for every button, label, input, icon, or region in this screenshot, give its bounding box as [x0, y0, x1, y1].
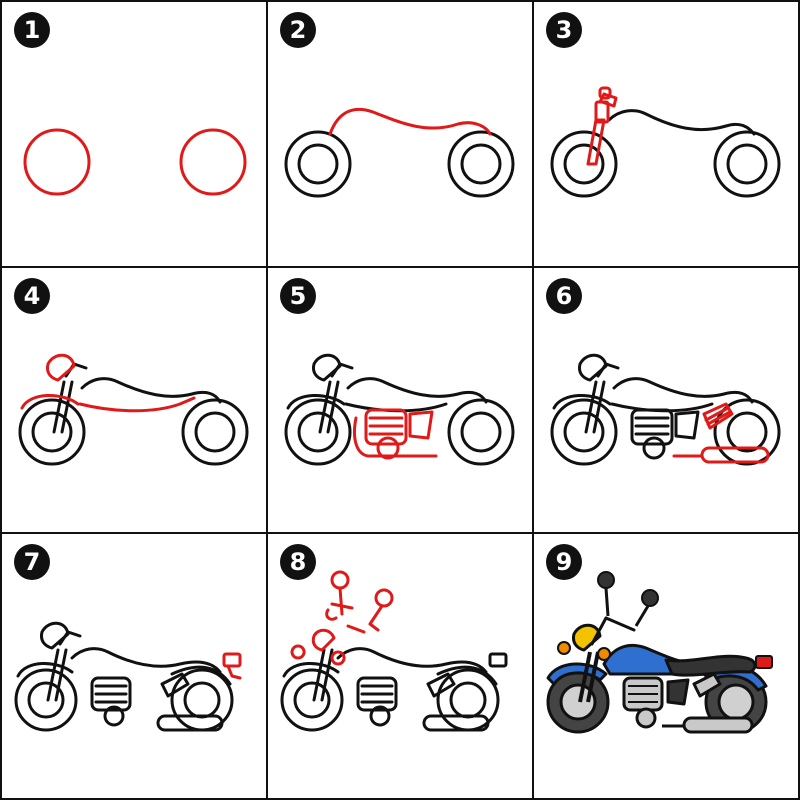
step-6-drawing	[550, 353, 781, 466]
step-number-badge: 8	[280, 544, 316, 580]
step-1-drawing	[23, 128, 247, 196]
step-9-drawing	[546, 571, 773, 734]
step-number-badge: 2	[280, 12, 316, 48]
step-7-drawing	[14, 621, 242, 732]
step-5-panel: 5	[268, 268, 532, 532]
step-3-drawing	[550, 86, 781, 198]
step-6-panel: 6	[534, 268, 798, 532]
step-7-panel: 7	[2, 534, 266, 798]
step-8-drawing	[280, 570, 508, 732]
step-5-drawing	[284, 353, 515, 466]
step-number-badge: 1	[14, 12, 50, 48]
step-9-panel: 9	[534, 534, 798, 798]
step-number-badge: 7	[14, 544, 50, 580]
step-number-badge: 4	[14, 278, 50, 314]
step-number-badge: 9	[546, 544, 582, 580]
step-number-badge: 5	[280, 278, 316, 314]
step-2-panel: 2	[268, 2, 532, 266]
step-1-panel: 1	[2, 2, 266, 266]
step-2-drawing	[284, 107, 515, 198]
step-number-badge: 3	[546, 12, 582, 48]
step-number-badge: 6	[546, 278, 582, 314]
step-4-drawing	[18, 353, 249, 466]
step-8-panel: 8	[268, 534, 532, 798]
step-4-panel: 4	[2, 268, 266, 532]
step-3-panel: 3	[534, 2, 798, 266]
